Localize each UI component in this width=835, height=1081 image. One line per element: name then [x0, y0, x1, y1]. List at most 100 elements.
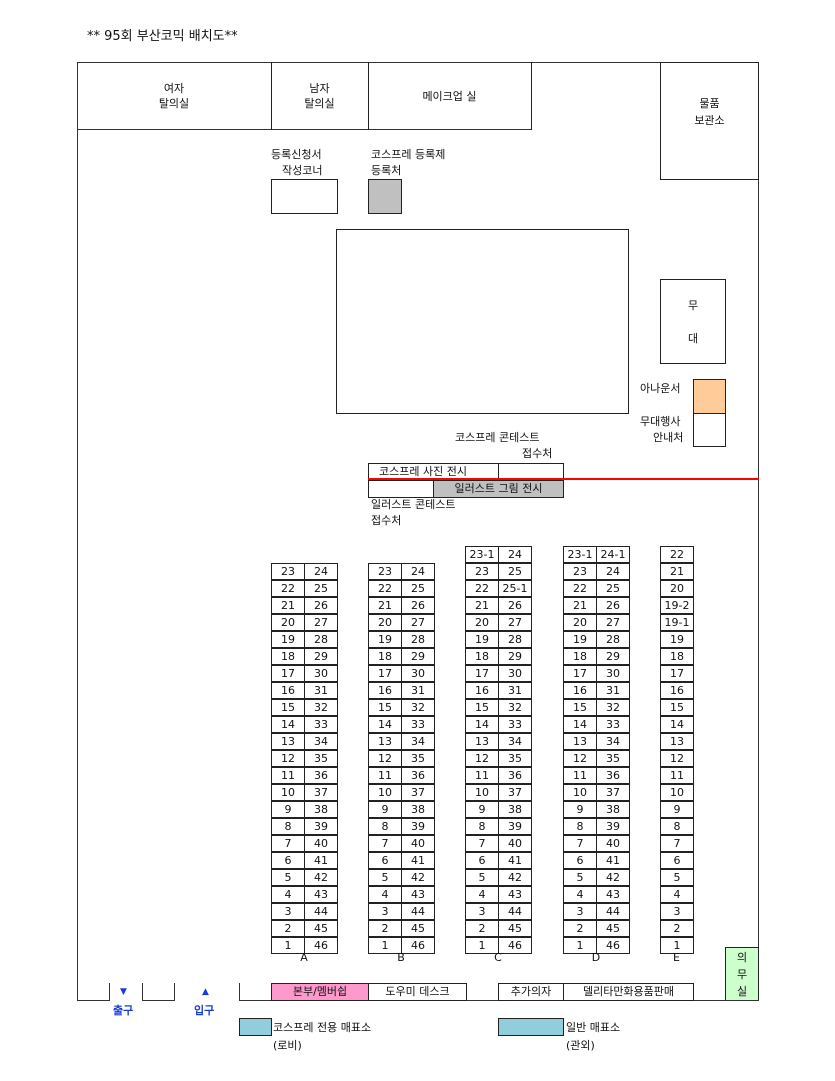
seat-booth[interactable]: 18 [271, 648, 305, 665]
seat-booth[interactable]: 30 [304, 665, 338, 682]
seat-booth[interactable]: 33 [304, 716, 338, 733]
seat-booth[interactable]: 6 [465, 852, 499, 869]
seat-booth[interactable]: 16 [465, 682, 499, 699]
seat-booth[interactable]: 15 [465, 699, 499, 716]
seat-booth[interactable]: 19 [271, 631, 305, 648]
seat-booth[interactable]: 45 [498, 920, 532, 937]
seat-booth[interactable]: 43 [401, 886, 435, 903]
seat-booth[interactable]: 1 [465, 937, 499, 954]
seat-booth[interactable]: 11 [271, 767, 305, 784]
seat-booth[interactable]: 27 [304, 614, 338, 631]
seat-booth[interactable]: 3 [271, 903, 305, 920]
seat-booth[interactable]: 19 [368, 631, 402, 648]
seat-booth[interactable]: 6 [271, 852, 305, 869]
seat-booth[interactable]: 13 [660, 733, 694, 750]
seat-booth[interactable]: 9 [660, 801, 694, 818]
seat-booth[interactable]: 20 [271, 614, 305, 631]
seat-booth[interactable]: 10 [660, 784, 694, 801]
seat-booth[interactable]: 31 [596, 682, 630, 699]
seat-booth[interactable]: 9 [368, 801, 402, 818]
seat-booth[interactable]: 18 [563, 648, 597, 665]
seat-booth[interactable]: 46 [304, 937, 338, 954]
seat-booth[interactable]: 25-1 [498, 580, 532, 597]
seat-booth[interactable]: 17 [271, 665, 305, 682]
seat-booth[interactable]: 15 [368, 699, 402, 716]
seat-booth[interactable]: 16 [563, 682, 597, 699]
seat-booth[interactable]: 44 [401, 903, 435, 920]
seat-booth[interactable]: 4 [368, 886, 402, 903]
seat-booth[interactable]: 15 [271, 699, 305, 716]
seat-booth[interactable]: 3 [465, 903, 499, 920]
seat-booth[interactable]: 19 [660, 631, 694, 648]
seat-booth[interactable]: 42 [596, 869, 630, 886]
seat-booth[interactable]: 16 [660, 682, 694, 699]
seat-booth[interactable]: 27 [498, 614, 532, 631]
seat-booth[interactable]: 23 [465, 563, 499, 580]
seat-booth[interactable]: 25 [596, 580, 630, 597]
seat-booth[interactable]: 37 [596, 784, 630, 801]
seat-booth[interactable]: 37 [304, 784, 338, 801]
seat-booth[interactable]: 14 [465, 716, 499, 733]
seat-booth[interactable]: 23 [368, 563, 402, 580]
seat-booth[interactable]: 26 [498, 597, 532, 614]
seat-booth[interactable]: 29 [498, 648, 532, 665]
seat-booth[interactable]: 39 [304, 818, 338, 835]
seat-booth[interactable]: 22 [660, 546, 694, 563]
seat-booth[interactable]: 5 [563, 869, 597, 886]
seat-booth[interactable]: 27 [596, 614, 630, 631]
seat-booth[interactable]: 7 [368, 835, 402, 852]
seat-booth[interactable]: 12 [465, 750, 499, 767]
seat-booth[interactable]: 20 [465, 614, 499, 631]
seat-booth[interactable]: 43 [596, 886, 630, 903]
seat-booth[interactable]: 3 [563, 903, 597, 920]
seat-booth[interactable]: 40 [304, 835, 338, 852]
seat-booth[interactable]: 38 [498, 801, 532, 818]
seat-booth[interactable]: 13 [465, 733, 499, 750]
seat-booth[interactable]: 29 [304, 648, 338, 665]
seat-booth[interactable]: 18 [660, 648, 694, 665]
seat-booth[interactable]: 24-1 [596, 546, 630, 563]
seat-booth[interactable]: 31 [304, 682, 338, 699]
seat-booth[interactable]: 13 [563, 733, 597, 750]
seat-booth[interactable]: 41 [596, 852, 630, 869]
seat-booth[interactable]: 42 [498, 869, 532, 886]
seat-booth[interactable]: 21 [660, 563, 694, 580]
seat-booth[interactable]: 10 [465, 784, 499, 801]
seat-booth[interactable]: 12 [271, 750, 305, 767]
seat-booth[interactable]: 30 [498, 665, 532, 682]
seat-booth[interactable]: 2 [563, 920, 597, 937]
seat-booth[interactable]: 36 [304, 767, 338, 784]
entrance-label[interactable]: 입구 [194, 1004, 215, 1017]
seat-booth[interactable]: 8 [368, 818, 402, 835]
seat-booth[interactable]: 5 [368, 869, 402, 886]
seat-booth[interactable]: 2 [465, 920, 499, 937]
seat-booth[interactable]: 44 [596, 903, 630, 920]
seat-booth[interactable]: 28 [304, 631, 338, 648]
seat-booth[interactable]: 46 [596, 937, 630, 954]
seat-booth[interactable]: 19-2 [660, 597, 694, 614]
seat-booth[interactable]: 4 [271, 886, 305, 903]
seat-booth[interactable]: 34 [498, 733, 532, 750]
seat-booth[interactable]: 31 [498, 682, 532, 699]
seat-booth[interactable]: 38 [401, 801, 435, 818]
seat-booth[interactable]: 40 [401, 835, 435, 852]
seat-booth[interactable]: 33 [596, 716, 630, 733]
seat-booth[interactable]: 8 [465, 818, 499, 835]
seat-booth[interactable]: 28 [401, 631, 435, 648]
seat-booth[interactable]: 4 [660, 886, 694, 903]
seat-booth[interactable]: 8 [563, 818, 597, 835]
seat-booth[interactable]: 22 [271, 580, 305, 597]
seat-booth[interactable]: 44 [304, 903, 338, 920]
seat-booth[interactable]: 27 [401, 614, 435, 631]
seat-booth[interactable]: 2 [660, 920, 694, 937]
seat-booth[interactable]: 34 [304, 733, 338, 750]
seat-booth[interactable]: 46 [498, 937, 532, 954]
seat-booth[interactable]: 13 [271, 733, 305, 750]
seat-booth[interactable]: 15 [660, 699, 694, 716]
seat-booth[interactable]: 32 [596, 699, 630, 716]
seat-booth[interactable]: 6 [563, 852, 597, 869]
seat-booth[interactable]: 41 [304, 852, 338, 869]
seat-booth[interactable]: 30 [401, 665, 435, 682]
seat-booth[interactable]: 14 [368, 716, 402, 733]
seat-booth[interactable]: 17 [368, 665, 402, 682]
